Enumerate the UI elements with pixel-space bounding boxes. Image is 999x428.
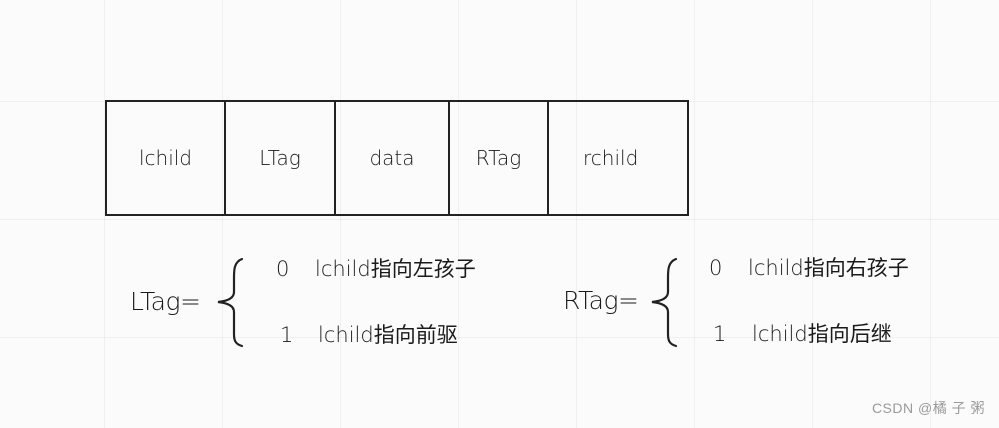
curly-brace-icon (651, 257, 678, 348)
ltag-value-0: 0 (276, 257, 290, 281)
field-cell-rtag: RTag (448, 100, 549, 216)
ltag-value-1: 1 (280, 323, 294, 347)
ltag-label: LTag= (130, 287, 201, 316)
field-label: lchild (138, 146, 193, 170)
rtag-value-1: 1 (713, 322, 727, 346)
field-label: RTag (475, 146, 522, 170)
curly-brace-icon (217, 257, 244, 348)
field-label: data (369, 146, 415, 170)
field-label: rchild (583, 146, 639, 170)
rtag-label: RTag= (563, 286, 639, 315)
field-label: LTag (259, 146, 301, 170)
watermark: CSDN @橘 子 粥 (871, 400, 985, 416)
rtag-value-0: 0 (709, 256, 723, 280)
field-cell-lchild: lchild (105, 100, 226, 216)
rtag-meaning-0: lchild指向右孩子 (748, 256, 909, 280)
rtag-meaning-1: lchild指向后继 (752, 322, 892, 346)
field-cell-data: data (334, 100, 450, 216)
field-cell-ltag: LTag (224, 100, 336, 216)
ltag-meaning-0: lchild指向左孩子 (315, 257, 476, 281)
field-cell-rchild: rchild (547, 100, 689, 216)
ltag-meaning-1: lchild指向前驱 (318, 323, 458, 347)
